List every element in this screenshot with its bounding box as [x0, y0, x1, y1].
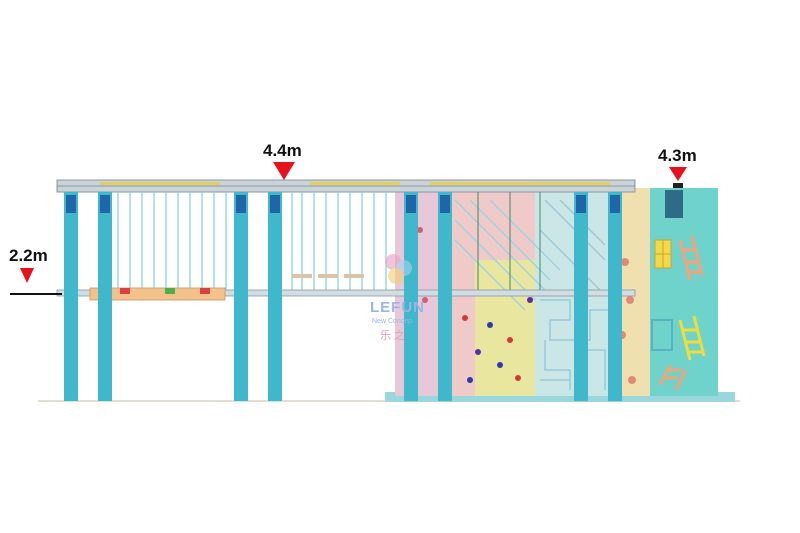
marker-clip-icon: [673, 183, 683, 188]
brand-tagline: New Concep: [372, 318, 413, 325]
height-label-middle: 4.4m: [263, 141, 302, 160]
pillar: [438, 192, 452, 401]
height-marker-triangle: [20, 268, 34, 283]
window-icon: [654, 239, 672, 269]
pillar: [404, 192, 418, 401]
pillars: [64, 192, 622, 401]
pillar: [608, 192, 622, 401]
height-marker-triangle: [273, 162, 295, 180]
brand-logo: [385, 254, 412, 284]
hanging-ropes-middle: [291, 192, 387, 290]
pillar: [574, 192, 588, 401]
pillar: [234, 192, 248, 401]
wall-panel-yellow: [475, 260, 535, 396]
hanging-ropes-left: [117, 192, 227, 290]
auto-belay-device: [665, 190, 683, 218]
climbing-holds: [417, 227, 636, 384]
height-label-right: 4.3m: [658, 146, 697, 165]
height-label-left: 2.2m: [9, 246, 48, 265]
height-marker-triangle: [669, 167, 687, 181]
wall-base: [385, 392, 735, 402]
brand-name: LEFUN: [370, 299, 425, 316]
ladder-bottom: [658, 364, 688, 391]
pillar: [268, 192, 282, 401]
top-truss: [56, 179, 636, 193]
door-frame: [651, 319, 673, 351]
brand-chinese: 乐 之: [380, 330, 406, 342]
ladder-top: [678, 235, 704, 281]
climbing-net: [454, 199, 561, 311]
ladder-middle: [678, 315, 706, 361]
wall-panel-teal: [650, 188, 718, 396]
pillar: [98, 192, 112, 401]
pillar: [64, 192, 78, 401]
